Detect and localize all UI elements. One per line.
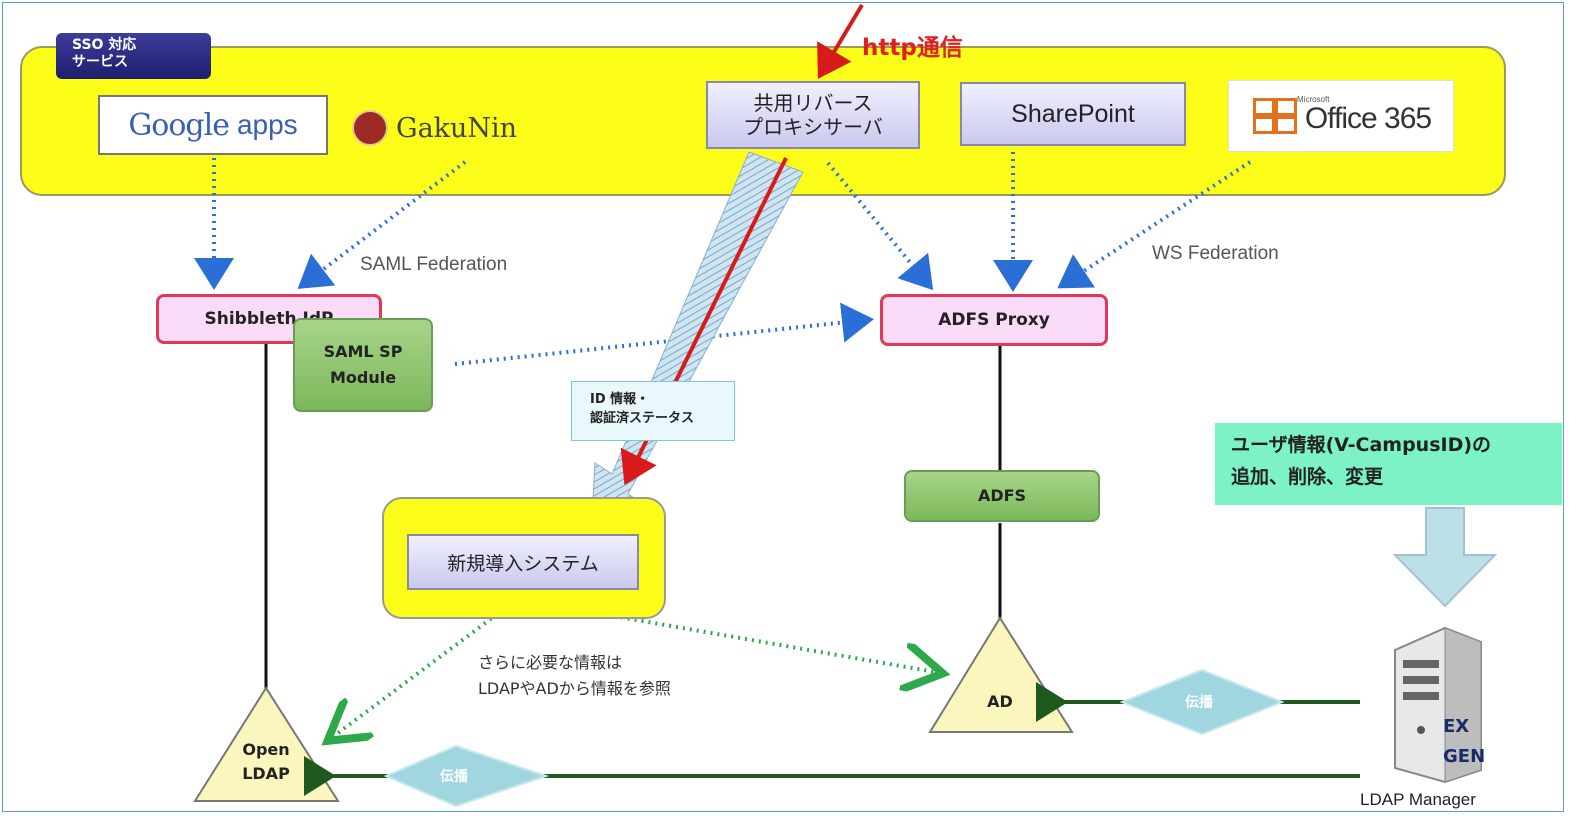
office-microsoft-label: Microsoft	[1297, 95, 1330, 104]
google-wordmark: Google	[128, 107, 230, 143]
office-icon	[1251, 96, 1299, 136]
ldap-manager-label: LDAP Manager	[1360, 790, 1476, 809]
newsys-to-ad-arrow	[544, 602, 935, 672]
saml-sp-module-box: SAML SP Module	[293, 318, 433, 412]
sso-badge-line2: サービス	[72, 54, 128, 70]
openldap-label: Open LDAP	[236, 738, 296, 786]
sso-badge-line1: SSO 対応	[72, 37, 137, 53]
reference-note-line1: さらに必要な情報は	[478, 653, 623, 672]
http-arrow	[817, 3, 864, 79]
gakunin-to-shib-arrow	[297, 160, 467, 289]
proxy-to-adfsproxy-arrow	[826, 161, 934, 291]
reverse-proxy-line1: 共用リバース	[753, 91, 873, 115]
sso-badge: SSO 対応 サービス	[56, 33, 211, 79]
reference-note: さらに必要な情報は LDAPやADから情報を参照	[478, 650, 671, 702]
reverse-proxy-line2: プロキシサーバ	[743, 115, 883, 139]
newsys-to-ldap-arrow	[334, 604, 510, 736]
server-icon: EX GEN	[1385, 620, 1485, 784]
openldap-triangle	[193, 686, 340, 802]
user-info-down-arrow	[1392, 507, 1498, 608]
user-info-box: ユーザ情報(V-CampusID)の 追加、削除、変更	[1215, 423, 1562, 505]
openldap-line2: LDAP	[242, 764, 290, 783]
gakunin-wordmark: GakuNin	[396, 112, 518, 144]
adfs-box: ADFS	[904, 470, 1100, 522]
ws-federation-label: WS Federation	[1152, 243, 1279, 264]
reference-note-line2: LDAPやADから情報を参照	[478, 679, 671, 698]
office-wordmark: Office 365	[1304, 102, 1432, 135]
samlsp-to-adfsproxy-arrow	[454, 302, 874, 366]
sharepoint-box: SharePoint	[960, 82, 1186, 146]
reverse-proxy-server: 共用リバース プロキシサーバ	[706, 81, 920, 149]
http-label: http通信	[862, 35, 963, 61]
ad-label: AD	[987, 692, 1013, 711]
gakunin-logo: GakuNin	[352, 98, 582, 158]
id-info-line2: 認証済ステータス	[590, 411, 695, 426]
ad-propagation-diamond	[1119, 668, 1285, 736]
ad-propagation-label: 伝播	[1185, 695, 1213, 711]
adfs-label: ADFS	[977, 486, 1027, 505]
new-system-box: 新規導入システム	[407, 534, 639, 590]
saml-federation-label: SAML Federation	[360, 254, 508, 275]
ldap-propagation-diamond	[383, 744, 550, 808]
office365-logo: Microsoft Office 365	[1228, 80, 1454, 152]
ad-triangle	[928, 616, 1074, 733]
exgen-mark: EX	[1443, 716, 1469, 737]
ldap-propagation-label: 伝播	[440, 769, 468, 785]
google-apps-logo: Google apps	[98, 95, 328, 155]
user-info-line2: 追加、削除、変更	[1231, 466, 1384, 488]
openldap-line1: Open	[242, 740, 290, 759]
sharepoint-label: SharePoint	[1011, 99, 1135, 128]
office-to-adfsproxy-arrow	[1057, 160, 1252, 289]
new-system-label: 新規導入システム	[447, 552, 599, 575]
svg-text:GEN: GEN	[1443, 746, 1485, 767]
user-info-line1: ユーザ情報(V-CampusID)の	[1231, 434, 1492, 456]
google-apps-word: apps	[236, 109, 298, 140]
adfs-proxy-box: ADFS Proxy	[880, 294, 1108, 346]
gakunin-seal-icon	[352, 110, 388, 146]
saml-sp-line1: SAML SP	[323, 342, 403, 361]
saml-sp-line2: Module	[329, 368, 397, 387]
id-info-line1: ID 情報・	[590, 392, 650, 407]
id-info-box: ID 情報・ 認証済ステータス	[571, 381, 735, 441]
adfs-proxy-label: ADFS Proxy	[938, 310, 1050, 330]
